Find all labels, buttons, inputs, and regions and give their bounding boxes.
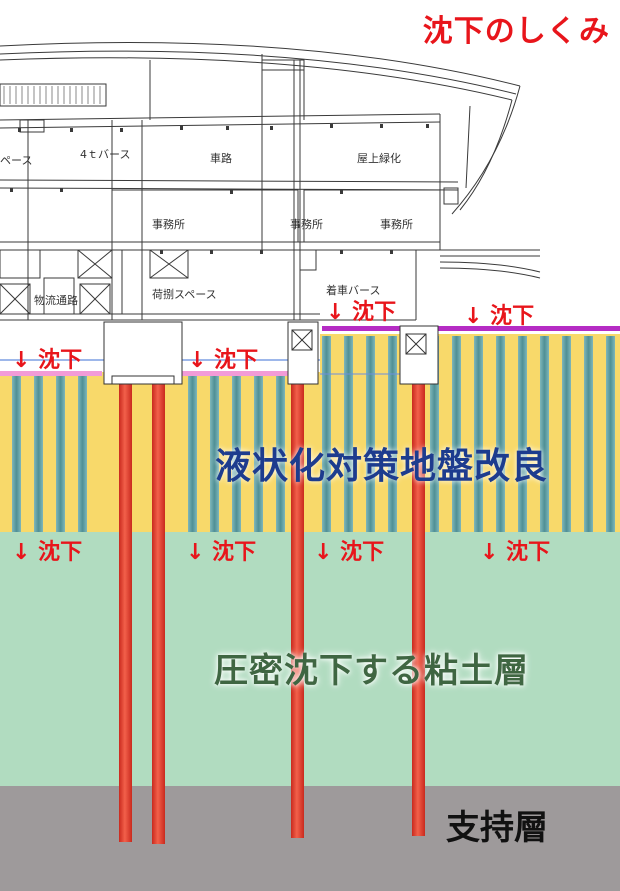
column — [606, 336, 615, 532]
settlement-label: ↓ 沈下 — [188, 348, 259, 373]
room-label-office: 事務所 — [380, 218, 413, 231]
slab-middle — [182, 371, 288, 376]
building-section-lines — [0, 41, 541, 321]
column — [496, 336, 505, 532]
settlement-label: ↓ 沈下 — [464, 304, 535, 329]
settlement-label: ↓ 沈下 — [12, 348, 83, 373]
layer-label-bearing: 支持層 — [446, 808, 548, 848]
room-label-arrival-berth: 着車バース — [326, 284, 381, 297]
slab-left — [0, 371, 102, 376]
settlement-label: ↓ 沈下 — [12, 540, 83, 565]
room-label-office: 事務所 — [290, 218, 323, 231]
column — [34, 376, 43, 532]
column — [210, 376, 219, 532]
column — [430, 336, 439, 532]
room-label-truck-berth: 4ｔバース — [80, 148, 131, 161]
pile — [412, 380, 425, 836]
column — [366, 336, 375, 532]
pile-cap — [287, 321, 319, 385]
column — [452, 336, 461, 532]
layer-label-liquefaction: 液状化対策地盤改良 — [215, 446, 549, 487]
bearing-layer — [0, 786, 620, 891]
column — [388, 336, 397, 532]
room-label-space: ペース — [0, 154, 33, 167]
column — [540, 336, 549, 532]
room-label-office: 事務所 — [152, 218, 185, 231]
ceiling-fixtures — [10, 124, 429, 254]
room-label-rooftop-green: 屋上緑化 — [357, 152, 401, 165]
pile — [152, 384, 165, 844]
improvement-columns — [12, 336, 615, 532]
column — [188, 376, 197, 532]
column — [562, 336, 571, 532]
settlement-label: ↓ 沈下 — [480, 540, 551, 565]
column — [232, 376, 241, 532]
column — [518, 336, 527, 532]
diagram-title: 沈下のしくみ — [422, 14, 610, 49]
slab-right — [322, 326, 620, 331]
pile — [119, 384, 132, 842]
room-label-unloading-space: 荷捌スペース — [152, 288, 217, 301]
column — [276, 376, 285, 532]
column — [584, 336, 593, 532]
column — [344, 336, 353, 532]
room-label-roadway: 車路 — [210, 152, 232, 165]
settlement-label: ↓ 沈下 — [186, 540, 257, 565]
liquefaction-layer-right — [320, 334, 620, 532]
column — [12, 376, 21, 532]
column — [56, 376, 65, 532]
settlement-label: ↓ 沈下 — [314, 540, 385, 565]
column — [322, 336, 331, 532]
column — [474, 336, 483, 532]
pile-cap — [103, 321, 183, 385]
column — [254, 376, 263, 532]
layer-label-clay: 圧密沈下する粘土層 — [214, 651, 529, 691]
room-label-logistics-passage: 物流通路 — [34, 294, 78, 307]
column — [78, 376, 87, 532]
settlement-label: ↓ 沈下 — [326, 300, 397, 325]
clay-layer — [0, 532, 620, 786]
pile — [291, 384, 304, 838]
